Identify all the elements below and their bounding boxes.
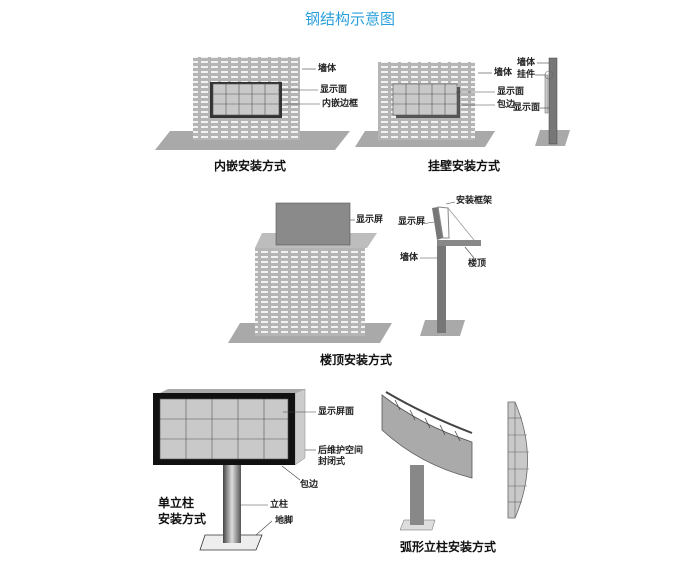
wall-mount-figure <box>355 57 570 147</box>
caption-embedded-install: 内嵌安装方式 <box>214 159 287 173</box>
arc-pillar-figure <box>381 391 529 531</box>
label-display-face: 显示面 <box>320 85 348 95</box>
label-screen: 显示屏 <box>356 215 384 225</box>
label-embedded-frame: 内嵌边框 <box>322 99 359 109</box>
caption-wall-mount-install: 挂壁安装方式 <box>428 159 501 173</box>
caption-rooftop-install: 楼顶安装方式 <box>320 353 393 367</box>
caption-arc-pillar-install: 弧形立柱安装方式 <box>400 540 497 554</box>
caption-single-pillar-line1: 单立柱 <box>158 496 195 510</box>
label-wall: 墙体 <box>318 64 337 74</box>
label-side-screen: 显示屏 <box>398 217 426 227</box>
label-display-face: 显示面 <box>497 87 525 97</box>
label-edge-wrap: 包边 <box>497 100 516 110</box>
rooftop-figure <box>228 201 481 343</box>
label-hanger: 挂件 <box>517 70 536 80</box>
label-rear-maintenance: 后维护空间 <box>318 446 364 456</box>
label-foot: 地脚 <box>275 516 294 526</box>
label-side-wall: 墙体 <box>517 58 536 68</box>
embedded-install-figure <box>155 57 350 150</box>
single-pillar-figure <box>153 388 316 551</box>
label-roof: 楼顶 <box>468 259 487 269</box>
label-side-display: 显示面 <box>513 103 541 113</box>
label-mount-frame: 安装框架 <box>456 196 493 206</box>
label-pillar: 立柱 <box>270 500 289 510</box>
diagram-title: 钢结构示意图 <box>304 10 395 28</box>
label-screen-face: 显示屏面 <box>318 407 355 417</box>
caption-single-pillar-line2: 安装方式 <box>158 512 207 526</box>
label-wall: 墙体 <box>494 68 513 78</box>
label-edge-wrap: 包边 <box>300 480 319 490</box>
label-wall: 墙体 <box>400 253 419 263</box>
label-enclosed: 封闭式 <box>318 457 346 467</box>
